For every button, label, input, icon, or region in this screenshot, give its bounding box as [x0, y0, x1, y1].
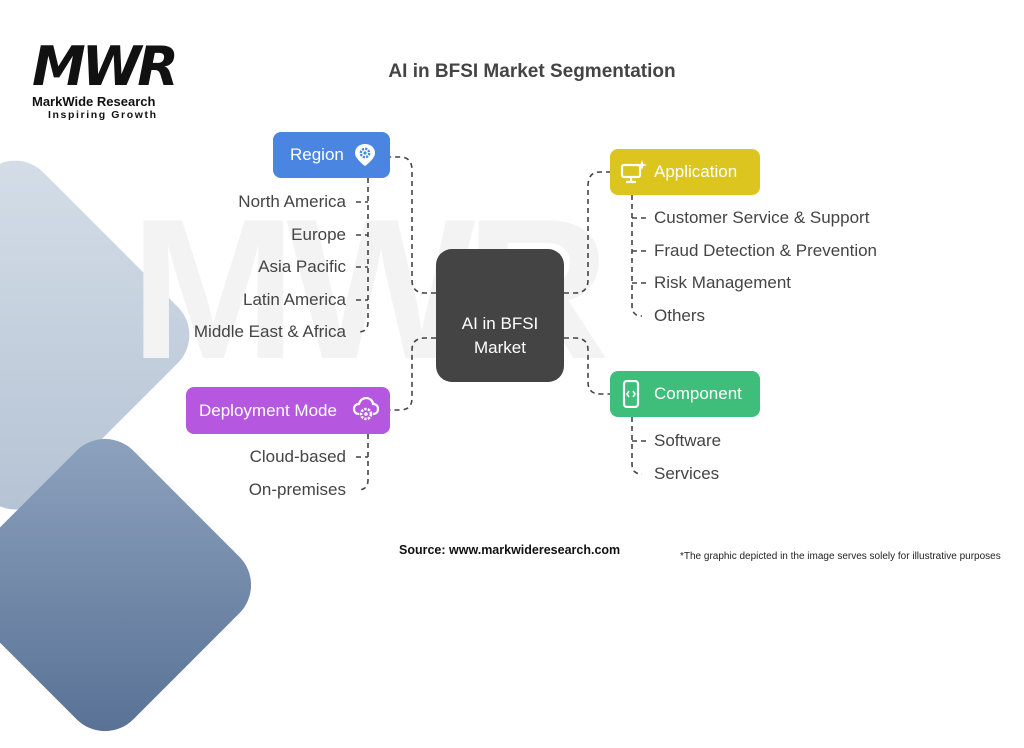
logo-mark: MWR — [32, 35, 179, 98]
connector-center-component — [564, 337, 610, 395]
center-label-line2: Market — [474, 337, 526, 357]
disclaimer-text: *The graphic depicted in the image serve… — [680, 551, 1001, 562]
connector-center-deployment — [390, 337, 436, 411]
segment-application: Application — [610, 149, 760, 195]
center-node: AI in BFSI Market — [436, 249, 564, 382]
region-item: Middle East & Africa — [193, 322, 346, 341]
mobile-code-icon — [622, 380, 640, 408]
segment-component: Component — [610, 371, 760, 417]
connector-deployment-list — [357, 434, 369, 491]
deployment-item: On-premises — [248, 480, 346, 499]
application-item: Others — [654, 306, 706, 325]
region-item: Latin America — [243, 290, 346, 309]
region-item: Europe — [291, 225, 346, 244]
deployment-item: Cloud-based — [249, 447, 346, 466]
application-item: Customer Service & Support — [654, 208, 870, 227]
cloud-gear-icon — [352, 397, 380, 423]
monitor-sparkle-icon — [620, 160, 648, 184]
segment-deployment-mode: Deployment Mode — [186, 387, 390, 434]
component-item: Software — [654, 431, 722, 450]
brand-name: MarkWide Research — [32, 94, 156, 109]
segment-region: Region — [273, 132, 390, 178]
segment-deployment-mode-label: Deployment Mode — [199, 400, 337, 420]
segment-region-label: Region — [290, 145, 344, 164]
connector-center-application — [564, 171, 610, 294]
application-item: Risk Management — [654, 273, 792, 292]
connector-lines — [356, 156, 646, 491]
brand-tagline: Inspiring Growth — [48, 109, 158, 121]
center-label-line1: AI in BFSI — [461, 313, 539, 333]
connector-center-region — [390, 156, 436, 294]
connector-region-list — [357, 178, 369, 333]
region-item: Asia Pacific — [258, 257, 346, 276]
segment-component-label: Component — [654, 384, 742, 403]
application-item: Fraud Detection & Prevention — [654, 241, 878, 260]
page-title: AI in BFSI Market Segmentation — [388, 61, 676, 82]
connector-application-list — [631, 195, 643, 317]
connector-component-list — [631, 417, 643, 475]
location-gear-icon — [354, 143, 376, 167]
component-item: Services — [654, 464, 720, 483]
region-item: North America — [238, 192, 346, 211]
segment-application-label: Application — [654, 162, 738, 181]
source-text: Source: www.markwideresearch.com — [399, 543, 621, 557]
brand-logo: MWR MarkWide Research Inspiring Growth — [32, 35, 192, 122]
